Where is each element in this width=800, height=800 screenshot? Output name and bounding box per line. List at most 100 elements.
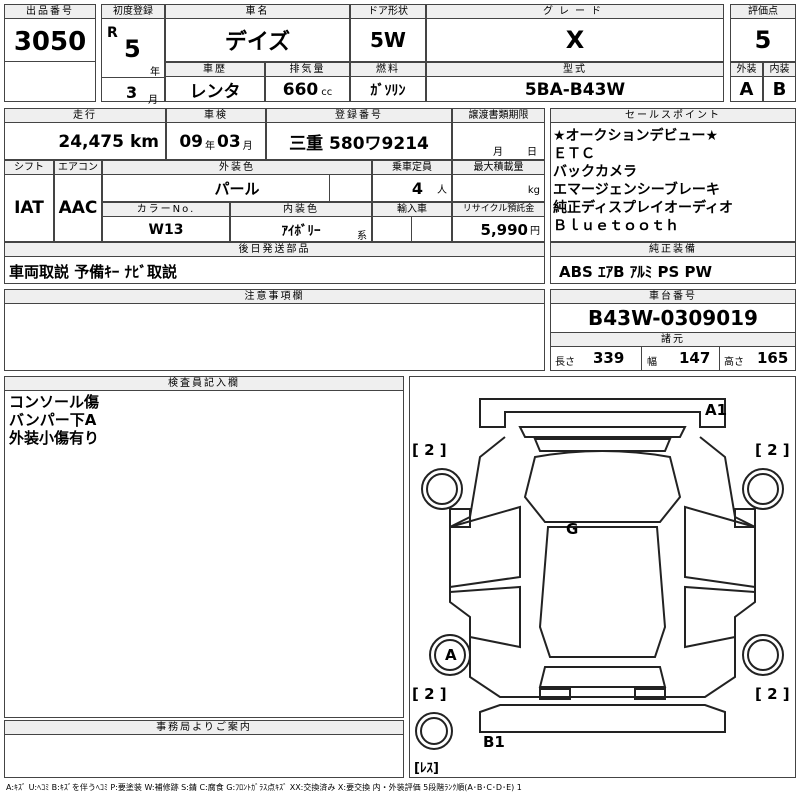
wheel-rl — [429, 634, 471, 676]
equipment-value: ABS ｴｱB ｱﾙﾐ PS PW — [559, 263, 713, 281]
history-value: レンタ — [189, 82, 241, 102]
recycle-label: リサイクル預託金 — [453, 203, 544, 217]
car-diagram: A1 G A B1 [ 2 ] [ 2 ] [ 2 ] [ 2 ] [ﾚｽ] — [409, 376, 796, 778]
transfer-cell: 譲渡書類期限 月 日 — [452, 108, 545, 160]
import-cell: 輸入車 — [372, 202, 452, 242]
inspection-cell: 車検 09 年 03 月 — [166, 108, 266, 160]
car-name-cell: 車名 デイズ — [165, 4, 350, 62]
aircon-cell: エアコン AAC — [54, 160, 102, 242]
later-parts-cell: 後日発送部品 車両取説 予備ｷｰ ﾅﾋﾞ取説 — [4, 242, 545, 284]
ext-color-cell: 外装色 パール — [102, 160, 372, 202]
inspector-cell: 検査員記入欄 コンソール傷 バンパー下A 外装小傷有り — [4, 376, 404, 718]
shift-label: シフト — [5, 161, 53, 175]
fuel-label: 燃料 — [351, 63, 425, 77]
spec-width-label: 幅 — [647, 357, 657, 368]
chassis-label: 車台番号 — [551, 290, 795, 304]
color-no-value: W13 — [148, 221, 184, 238]
displacement-value: 660 — [282, 79, 319, 100]
color-no-cell: カラーNo. W13 — [102, 202, 230, 242]
interior-value: B — [772, 79, 787, 100]
chassis-value: B43W-0309019 — [588, 306, 758, 330]
inspector-lines: コンソール傷 バンパー下A 外装小傷有り — [5, 391, 403, 449]
max-load-unit: kg — [527, 185, 540, 196]
aircon-label: エアコン — [55, 161, 101, 175]
door-value: 5W — [370, 28, 406, 52]
spare-wheel — [415, 712, 453, 750]
int-color-suffix: 系 — [357, 231, 367, 242]
capacity-label: 乗車定員 — [373, 161, 451, 175]
car-name-value: デイズ — [224, 30, 291, 55]
recycle-cell: リサイクル預託金 5,990 円 — [452, 202, 545, 242]
displacement-unit: cc — [321, 87, 333, 98]
door-cell: ドア形状 5W — [350, 4, 426, 62]
first-reg-year-unit: 年 — [150, 67, 160, 78]
wheel-fl — [421, 468, 463, 510]
tire-fl: [ 2 ] — [412, 441, 447, 459]
sales-point-item: エマージェンシーブレーキ — [553, 182, 720, 198]
displacement-label: 排気量 — [266, 63, 349, 77]
transfer-label: 譲渡書類期限 — [453, 109, 544, 123]
grade-cell: グレード X — [426, 4, 724, 62]
mark-g: G — [566, 520, 578, 538]
history-cell: 車歴 レンタ — [165, 62, 265, 102]
lot-no-label: 出品番号 — [5, 5, 95, 19]
door-label: ドア形状 — [351, 5, 425, 19]
shift-cell: シフト IAT — [4, 160, 54, 242]
spec-height-value: 165 — [757, 349, 789, 367]
car-name-label: 車名 — [166, 5, 349, 19]
tire-rr: [ 2 ] — [755, 685, 790, 703]
mark-a: A — [445, 646, 457, 664]
first-reg-month-unit: 月 — [148, 95, 158, 106]
first-reg-cell: 初度登録 R 5 年 3 月 — [101, 4, 165, 106]
transfer-day-unit: 日 — [527, 147, 537, 158]
score-value: 5 — [754, 26, 772, 54]
sales-points-list: ★オークションデビュー★ ＥＴＣ バックカメラ エマージェンシーブレーキ 純正デ… — [551, 123, 795, 239]
legend: A:ｷｽﾞ U:ﾍｺﾐ B:ｷｽﾞを伴うﾍｺﾐ P:要塗装 W:補修跡 S:錆 … — [6, 783, 522, 792]
shift-value: IAT — [14, 198, 44, 218]
inspector-line: 外装小傷有り — [9, 429, 100, 447]
model-label: 型式 — [427, 63, 723, 77]
fuel-value: ｶﾞｿﾘﾝ — [370, 82, 406, 99]
recycle-unit: 円 — [530, 226, 540, 237]
lot-no-cell: 出品番号 3050 — [4, 4, 96, 102]
int-color-label: 内装色 — [231, 203, 371, 217]
chassis-cell: 車台番号 B43W-0309019 諸元 長さ 339 幅 147 高さ 165 — [550, 289, 796, 371]
capacity-value: 4 — [411, 179, 423, 198]
spec-length-label: 長さ — [555, 357, 575, 368]
notes-value — [5, 304, 544, 312]
int-color-cell: 内装色 ｱｲﾎﾞﾘｰ 系 — [230, 202, 372, 242]
tire-spare: [ﾚｽ] — [414, 761, 439, 776]
first-reg-era: R — [107, 25, 118, 41]
color-no-label: カラーNo. — [103, 203, 229, 217]
sales-points-cell: セールスポイント ★オークションデビュー★ ＥＴＣ バックカメラ エマージェンシ… — [550, 108, 796, 242]
inspection-month-unit: 月 — [242, 141, 253, 152]
recycle-value: 5,990 — [480, 220, 528, 239]
inspector-line: コンソール傷 — [9, 393, 100, 411]
later-parts-value: 車両取説 予備ｷｰ ﾅﾋﾞ取説 — [9, 263, 177, 281]
ext-color-value: パール — [214, 180, 260, 198]
tire-fr: [ 2 ] — [755, 441, 790, 459]
inspection-year: 09 — [179, 131, 203, 152]
mileage-cell: 走行 24,475 km — [4, 108, 166, 160]
inspection-label: 車検 — [167, 109, 265, 123]
inspector-line: バンパー下A — [9, 411, 97, 429]
first-reg-year: 5 — [124, 35, 141, 63]
mileage-unit: km — [129, 131, 159, 152]
exterior-value: A — [739, 79, 754, 100]
score-label: 評価点 — [731, 5, 795, 19]
sales-point-item: ★オークションデビュー★ — [553, 128, 719, 144]
capacity-unit: 人 — [437, 185, 447, 196]
sales-point-item: バックカメラ — [553, 164, 637, 180]
wheel-fr — [742, 468, 784, 510]
mark-a1: A1 — [705, 401, 727, 419]
interior-label: 内装 — [764, 63, 795, 77]
sales-point-item: ＥＴＣ — [553, 146, 595, 162]
transfer-month-unit: 月 — [493, 147, 503, 158]
capacity-cell: 乗車定員 4 人 — [372, 160, 452, 202]
displacement-cell: 排気量 660 cc — [265, 62, 350, 102]
mileage-value: 24,475 — [58, 131, 124, 152]
grade-label: グレード — [427, 5, 723, 19]
reg-no-value: 三重 580ワ9214 — [289, 134, 429, 154]
notes-cell: 注意事項欄 — [4, 289, 545, 371]
inspector-label: 検査員記入欄 — [5, 377, 403, 391]
